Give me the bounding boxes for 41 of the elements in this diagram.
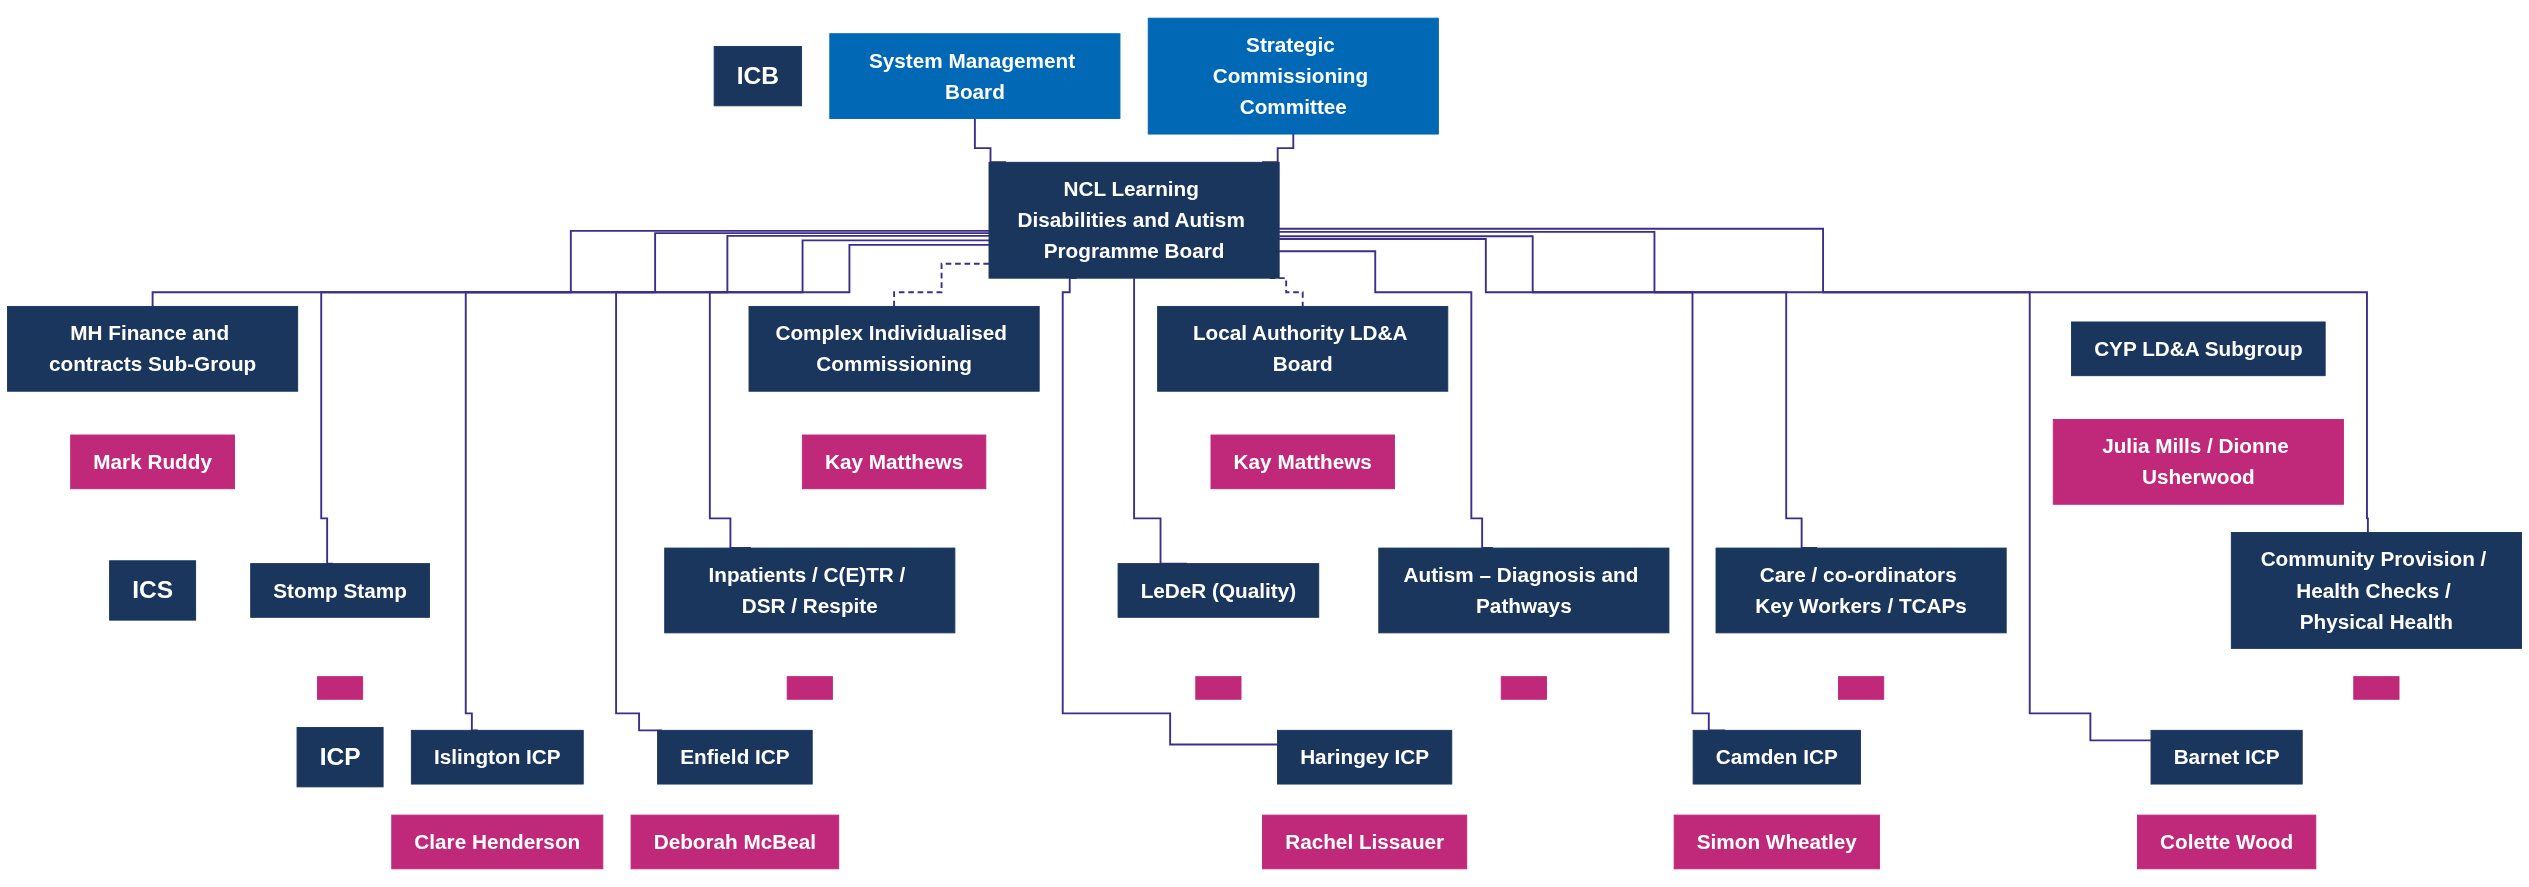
connector <box>893 262 990 308</box>
node-box: NCL Learning Disabilities and Autism Programme Board <box>988 161 1280 279</box>
node-box: ICB <box>713 45 802 107</box>
node-box: ICP <box>296 727 384 788</box>
node-box: ICS <box>109 560 197 621</box>
node-box: Enfield ICP <box>657 729 813 785</box>
node-box: LeDeR (Quality) <box>1117 563 1320 618</box>
node-box: Camden ICP <box>1692 729 1861 785</box>
node-box: Strategic Commissioning Committee <box>1147 17 1439 135</box>
node-box: Community Provision / Health Checks / Physical Health <box>2230 532 2522 649</box>
connector <box>151 229 990 308</box>
node-box: System Management Board <box>829 33 1121 119</box>
node-box: Autism – Diagnosis and Pathways <box>1378 547 1670 634</box>
node-box: Julia Mills / Dionne Usherwood <box>2052 419 2344 505</box>
node-box: Islington ICP <box>410 729 584 785</box>
node-box: MH Finance and contracts Sub-Group <box>7 305 299 392</box>
connector <box>1061 277 1279 746</box>
node-box: Complex Individualised Commissioning <box>748 305 1040 392</box>
node-box: Haringey ICP <box>1277 729 1453 785</box>
node-box: Deborah McBeal <box>630 814 840 870</box>
node-box: Colette Wood <box>2136 814 2317 870</box>
node-box: Rachel Lissauer <box>1262 814 1468 870</box>
node-box: Barnet ICP <box>2150 729 2303 785</box>
node-box: Kay Matthews <box>801 434 987 490</box>
node-box: Mark Ruddy <box>70 434 235 490</box>
connector <box>1278 230 2152 742</box>
node-box: Care / co-ordinators Key Workers / TCAPs <box>1715 547 2007 634</box>
node-box: Local Authority LD&A Board <box>1157 305 1449 392</box>
node-bar <box>786 676 833 700</box>
node-bar <box>1500 676 1547 700</box>
node-box: Stomp Stamp <box>250 563 430 618</box>
node-box: Kay Matthews <box>1210 434 1395 490</box>
node-box: Inpatients / C(E)TR / DSR / Respite <box>664 547 956 634</box>
node-box: Simon Wheatley <box>1673 814 1880 870</box>
node-bar <box>1195 676 1242 700</box>
node-bar <box>317 676 364 700</box>
node-bar <box>1838 676 1885 700</box>
node-box: CYP LD&A Subgroup <box>2071 321 2326 377</box>
node-box: Clare Henderson <box>391 814 604 870</box>
connector <box>1278 227 2370 534</box>
node-bar <box>2353 676 2400 700</box>
